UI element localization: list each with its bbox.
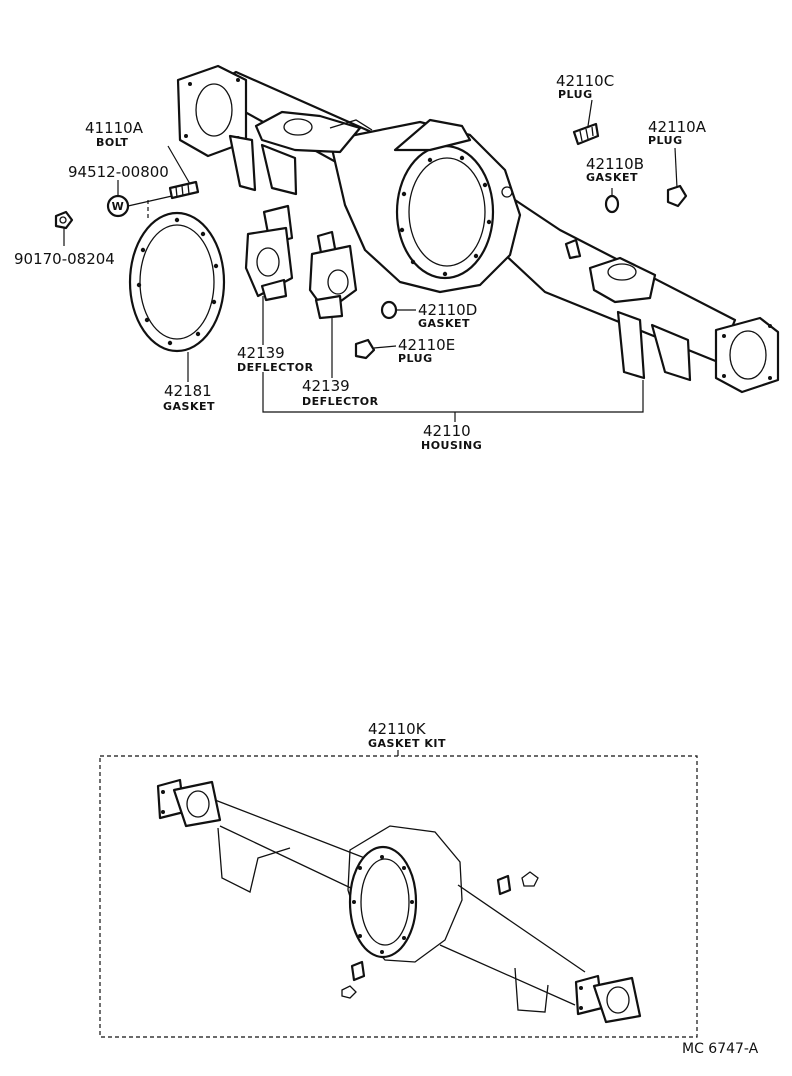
svg-text:GASKET KIT: GASKET KIT (368, 737, 446, 750)
svg-text:DEFLECTOR: DEFLECTOR (302, 395, 379, 408)
label-nut-90170: 90170-08204 (14, 250, 115, 268)
washer-94512-00800[interactable]: W (106, 194, 130, 218)
svg-text:42110: 42110 (423, 422, 471, 440)
label-gasket-42181: 42181 GASKET (163, 382, 215, 413)
svg-text:42110B: 42110B (586, 155, 644, 173)
svg-text:GASKET: GASKET (163, 400, 215, 413)
gasket-kit-housing-outline[interactable] (156, 778, 642, 1024)
svg-text:42181: 42181 (164, 382, 212, 400)
leader-lines (63, 99, 678, 422)
svg-text:GASKET: GASKET (586, 171, 638, 184)
nut-90170-08204[interactable] (54, 210, 74, 230)
svg-text:94512-00800: 94512-00800 (68, 163, 169, 181)
svg-text:42110D: 42110D (418, 301, 477, 319)
gasket-42110b[interactable] (604, 194, 620, 214)
svg-text:42110C: 42110C (556, 72, 614, 90)
gasket-42181[interactable] (128, 211, 226, 353)
svg-text:42110K: 42110K (368, 720, 427, 738)
svg-text:90170-08204: 90170-08204 (14, 250, 115, 268)
svg-text:DEFLECTOR: DEFLECTOR (237, 361, 314, 374)
label-deflector-a: 42139 DEFLECTOR (237, 344, 314, 374)
deflector-42139-b[interactable] (308, 230, 358, 320)
plug-42110c[interactable] (572, 122, 600, 146)
svg-text:42139: 42139 (237, 344, 285, 362)
gasket-kit-box (99, 755, 698, 1038)
svg-text:HOUSING: HOUSING (421, 439, 482, 452)
svg-text:41110A: 41110A (85, 119, 144, 137)
plug-42110a[interactable] (666, 184, 688, 208)
label-bolt-41110a: 41110A BOLT (85, 119, 144, 149)
gasket-42110d[interactable] (380, 300, 398, 320)
svg-text:42110A: 42110A (648, 118, 707, 136)
svg-text:PLUG: PLUG (398, 352, 433, 365)
label-housing: 42110 HOUSING (421, 422, 482, 452)
label-gasket-42110d: 42110D GASKET (418, 301, 477, 330)
svg-text:PLUG: PLUG (648, 134, 683, 147)
svg-text:GASKET: GASKET (418, 317, 470, 330)
label-gasket-42110b: 42110B GASKET (586, 155, 644, 184)
svg-text:42110E: 42110E (398, 336, 455, 354)
washer-mark: W (112, 200, 125, 213)
label-gasket-kit: 42110K GASKET KIT (368, 720, 446, 750)
bolt-41110a[interactable] (168, 180, 200, 200)
label-plug-42110a: 42110A PLUG (648, 118, 707, 147)
plug-42110e[interactable] (354, 338, 376, 360)
deflector-42139-a[interactable] (244, 204, 294, 302)
label-plug-42110e: 42110E PLUG (398, 336, 455, 365)
svg-text:42139: 42139 (302, 377, 350, 395)
svg-text:BOLT: BOLT (96, 136, 128, 149)
label-plug-42110c: 42110C PLUG (556, 72, 614, 101)
figure-code: MC 6747-A (682, 1041, 759, 1057)
label-washer-94512: 94512-00800 (68, 163, 169, 181)
svg-text:PLUG: PLUG (558, 88, 593, 101)
axle-housing[interactable] (176, 64, 780, 394)
label-deflector-b: 42139 DEFLECTOR (302, 377, 379, 408)
